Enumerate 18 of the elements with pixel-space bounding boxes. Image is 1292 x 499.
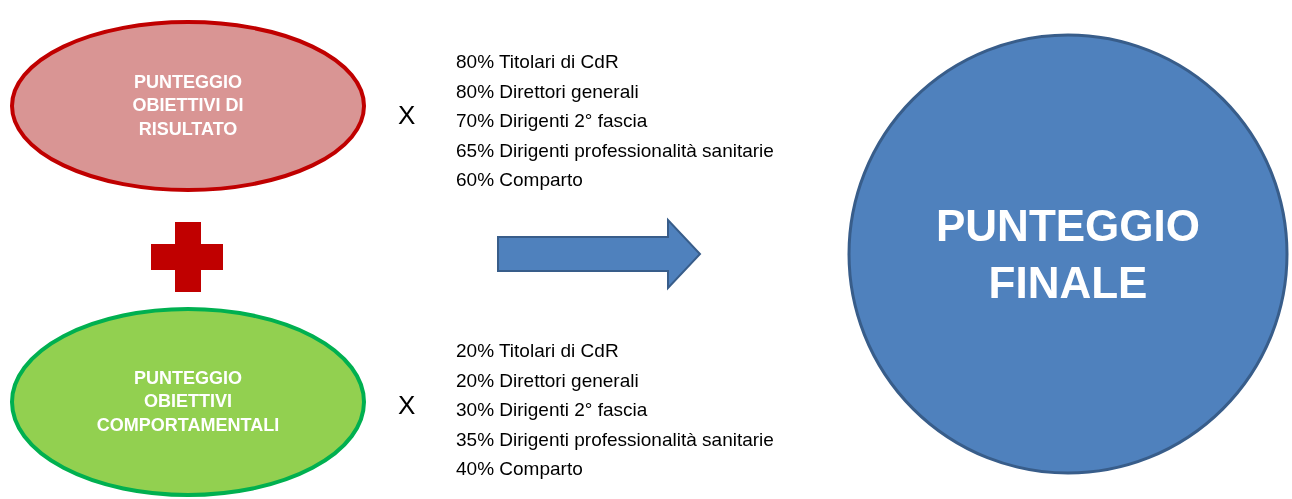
- multiply-sign: X: [398, 100, 416, 131]
- multiply-sign: X: [398, 390, 416, 421]
- node-label: PUNTEGGIO FINALE: [935, 199, 1201, 309]
- percentage-text: 40% Comparto: [456, 458, 583, 480]
- percentage-text: 20% Titolari di CdR: [456, 340, 619, 362]
- circle-node: [849, 35, 1287, 473]
- percentage-text: 80% Direttori generali: [456, 80, 639, 103]
- ellipse-node: [12, 309, 364, 495]
- percentage-text: 20% Direttori generali: [456, 369, 639, 392]
- node-label: PUNTEGGIO OBIETTIVI DI RISULTATO: [131, 70, 245, 141]
- percentage-text: 60% Comparto: [456, 169, 583, 191]
- percentage-text: 30% Dirigenti 2° fascia: [456, 399, 648, 421]
- percentage-text: 65% Dirigenti professionalità sanitarie: [456, 139, 774, 162]
- percentage-text: 70% Dirigenti 2° fascia: [456, 110, 648, 132]
- node-label: PUNTEGGIO OBIETTIVI COMPORTAMENTALI: [95, 366, 281, 437]
- percentage-text: 35% Dirigenti professionalità sanitarie: [456, 428, 774, 451]
- ellipse-node: [12, 22, 364, 190]
- percentage-text: 80% Titolari di CdR: [456, 51, 619, 73]
